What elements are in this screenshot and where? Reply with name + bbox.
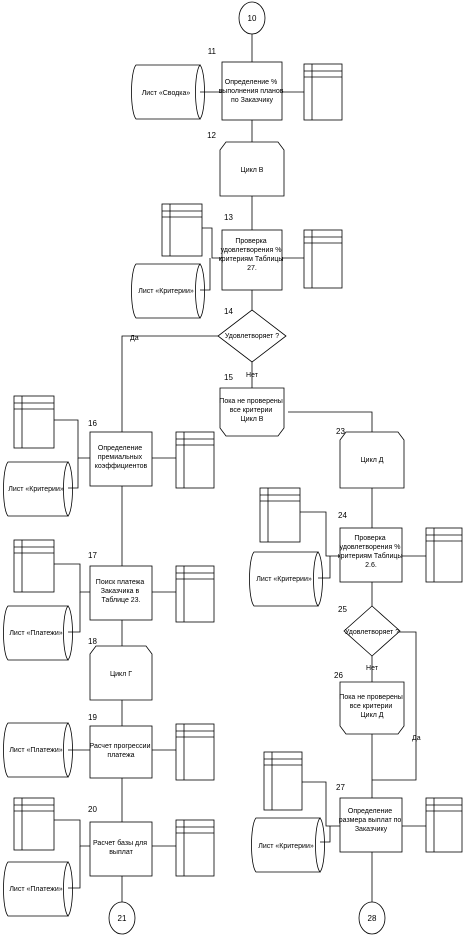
- step-label: Цикл Д: [361, 457, 384, 464]
- sheet-label: Лист «Сводка»: [142, 90, 191, 97]
- step-27-process: 27 Определение размера выплат по Заказчи…: [336, 783, 404, 853]
- table-icon: [303, 229, 343, 289]
- step-number: 18: [88, 637, 97, 646]
- branch-no-label: Нет: [246, 372, 259, 379]
- sheet-label: Лист «Критерии»: [8, 486, 64, 493]
- step-label: Проверка удовлетворения % критериям Табл…: [338, 535, 405, 569]
- step-label: Проверка удовлетворения % критериям Табл…: [219, 238, 286, 272]
- data-store-svodka: Лист «Сводка»: [131, 64, 205, 120]
- step-number: 17: [88, 551, 97, 560]
- step-16-process: 16 Определение премиальных коэффициентов: [88, 419, 153, 487]
- table-icon: [175, 431, 215, 489]
- table-icon: [175, 565, 215, 623]
- table-icon: [425, 797, 463, 853]
- step-19-process: 19 Расчет прогрессии платежа: [88, 713, 153, 779]
- connector-label: 21: [118, 914, 127, 923]
- sheet-label: Лист «Платежи»: [9, 630, 62, 637]
- step-label: Цикл Г: [110, 671, 132, 678]
- step-11-process: 11 Определение % выполнения планов по За…: [208, 47, 286, 121]
- step-number: 14: [224, 307, 233, 316]
- step-label: Определение % выполнения планов по Заказ…: [219, 79, 286, 104]
- table-icon: [425, 527, 463, 583]
- connector-label: 10: [248, 14, 257, 23]
- table-icon: [13, 395, 55, 449]
- step-number: 24: [338, 511, 347, 520]
- step-number: 15: [224, 373, 233, 382]
- step-number: 23: [336, 427, 345, 436]
- step-number: 26: [334, 671, 343, 680]
- data-store-platezhi-17: Лист «Платежи»: [3, 605, 73, 661]
- sheet-label: Лист «Критерии»: [138, 288, 194, 295]
- step-12-loop-start: 12 Цикл В: [207, 131, 285, 197]
- data-store-kriterii-24: Лист «Критерии»: [249, 551, 323, 607]
- branch-yes-label: Да: [130, 335, 139, 342]
- step-label: Цикл В: [241, 167, 264, 174]
- step-14-decision: 14 Удовлетворяет ? Да Нет: [130, 307, 287, 379]
- sheet-label: Лист «Платежи»: [9, 886, 62, 893]
- step-20-process: 20 Расчет базы для выплат: [88, 805, 153, 877]
- table-icon: [263, 751, 303, 811]
- step-number: 11: [208, 47, 217, 56]
- table-icon: [303, 63, 343, 121]
- step-label: Пока не проверены все критерии Цикл Д: [339, 694, 404, 719]
- step-number: 12: [207, 131, 216, 140]
- step-number: 16: [88, 419, 97, 428]
- step-label: Определение размера выплат по Заказчику: [339, 808, 404, 833]
- step-number: 25: [338, 605, 347, 614]
- table-icon: [259, 487, 301, 543]
- data-store-platezhi-19: Лист «Платежи»: [3, 722, 73, 778]
- data-store-platezhi-20: Лист «Платежи»: [3, 861, 73, 917]
- step-18-loop-start: 18 Цикл Г: [88, 637, 153, 701]
- step-label: Расчет прогрессии платежа: [90, 743, 153, 759]
- table-icon: [161, 203, 203, 257]
- step-label: Пока не проверены все критерии Цикл В: [219, 398, 284, 423]
- table-icon: [175, 723, 215, 781]
- step-label: Определение премиальных коэффициентов: [95, 445, 148, 470]
- branch-yes-label: Да: [412, 735, 421, 742]
- step-number: 20: [88, 805, 97, 814]
- table-icon: [175, 819, 215, 877]
- step-number: 19: [88, 713, 97, 722]
- table-icon: [13, 797, 55, 851]
- data-store-kriterii-16: Лист «Критерии»: [3, 461, 73, 517]
- data-store-kriterii-13: Лист «Критерии»: [131, 263, 205, 319]
- step-15-loop-end: 15 Пока не проверены все критерии Цикл В: [219, 373, 285, 437]
- step-number: 13: [224, 213, 233, 222]
- connector-10: 10: [238, 1, 266, 35]
- branch-no-label: Нет: [366, 665, 379, 672]
- step-label: Поиск платежа Заказчика в Таблице 23.: [96, 579, 146, 604]
- sheet-label: Лист «Критерии»: [256, 576, 312, 583]
- connector-label: 28: [368, 914, 377, 923]
- table-icon: [13, 539, 55, 593]
- step-26-loop-end: 26 Пока не проверены все критерии Цикл Д: [334, 671, 405, 735]
- step-24-process: 24 Проверка удовлетворения % критериям Т…: [338, 511, 405, 583]
- sheet-label: Лист «Критерии»: [258, 843, 314, 850]
- flow-lines: [54, 34, 426, 902]
- sheet-label: Лист «Платежи»: [9, 747, 62, 754]
- step-13-process: 13 Проверка удовлетворения % критериям Т…: [219, 213, 286, 291]
- connector-28: 28: [358, 901, 386, 935]
- step-label: Удовлетворяет ?: [345, 629, 399, 636]
- connector-21: 21: [108, 901, 136, 935]
- step-17-process: 17 Поиск платежа Заказчика в Таблице 23.: [88, 551, 153, 621]
- step-number: 27: [336, 783, 345, 792]
- data-store-kriterii-27: Лист «Критерии»: [251, 817, 325, 873]
- step-label: Удовлетворяет ?: [225, 333, 279, 340]
- step-label: Расчет базы для выплат: [93, 839, 149, 856]
- step-23-loop-start: 23 Цикл Д: [336, 427, 405, 489]
- step-25-decision: 25 Удовлетворяет ? Да Нет: [338, 605, 421, 742]
